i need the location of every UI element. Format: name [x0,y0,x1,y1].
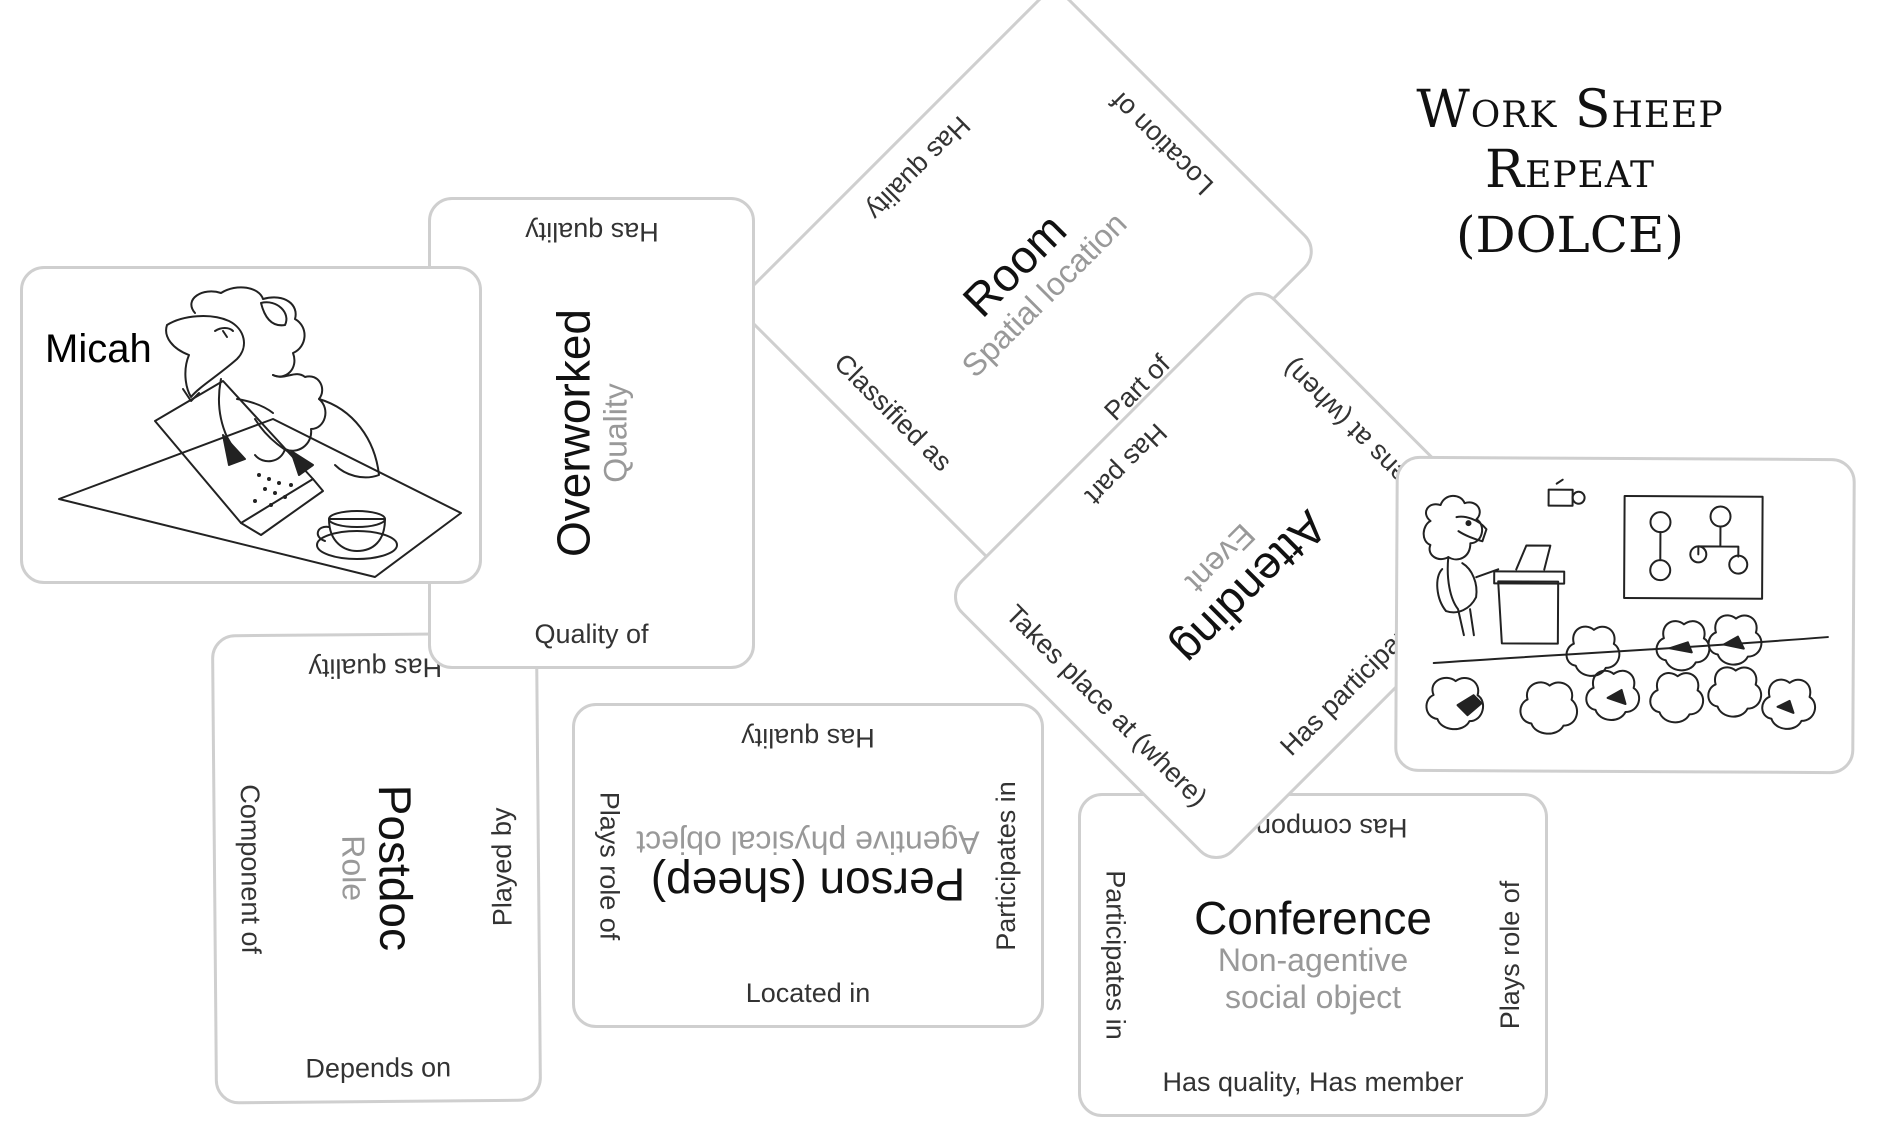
conference-card-title: Conference [1194,892,1432,945]
overworked-card-edge-top: Has quality [524,217,659,247]
conference-card-type-line1: Non-agentive [1217,942,1409,979]
overworked-card-edge-bottom: Quality of [534,619,649,649]
conference-card-edge-bottom: Has quality, Has member [1162,1067,1464,1097]
person-card-type: Agentive physical object [636,823,980,860]
conference-card-edge-right: Plays role of [1495,880,1526,1030]
conference-card-center: Conference Non-agentive social object [1194,894,1432,1016]
room-card-center: Room Spatial location [921,171,1135,385]
overworked-card-title: Overworked [546,309,599,557]
sheep-at-laptop-icon [58,286,462,578]
person-card-edge-left: Plays role of [594,791,625,940]
attending-card-center: Attending Event [1139,477,1338,676]
postdoc-card-edge-right: Played by [486,807,519,927]
person-card-edge-right: Participates in [991,780,1022,951]
postdoc-card-edge-bottom: Depends on [305,1052,452,1084]
room-card-edge-top: Has quality [860,110,976,227]
postdoc-card-edge-top: Has quality [307,652,442,684]
person-card-edge-bottom: Located in [745,978,871,1008]
room-card-edge-left: Classified as [828,347,958,478]
room-card-edge-right: Location of [1104,86,1220,201]
postdoc-card-edge-left: Component of [234,784,267,955]
conference-art-card[interactable] [1394,455,1856,775]
conference-card-type-line2: social object [1224,979,1402,1016]
person-card-edge-top: Has quality [741,723,875,753]
overworked-card-center: Overworked Quality [546,309,634,557]
person-card-center: Person (sheep) Agentive physical object [636,823,980,911]
sheep-conference-talk-icon [1422,478,1829,735]
micah-card[interactable]: Micah [20,266,482,584]
person-card[interactable]: Has quality Located in Plays role of Par… [572,703,1044,1028]
person-card-title: Person (sheep) [650,858,966,911]
postdoc-card-center: Postdoc Role [333,784,422,952]
micah-name-label: Micah [45,327,152,371]
conference-card-edge-left: Participates in [1100,870,1131,1040]
postdoc-card-title: Postdoc [368,784,422,952]
conference-card[interactable]: Has component Has quality, Has member Pa… [1078,793,1548,1117]
game-title-line1: Work Sheep Repeat [1416,80,1724,200]
game-title: Work Sheep Repeat (DOLCE) [1330,80,1810,264]
game-title-line2: (DOLCE) [1455,206,1685,264]
overworked-card-type: Quality [597,383,634,483]
postdoc-card[interactable]: Has quality Depends on Component of Play… [210,631,543,1105]
postdoc-card-type: Role [334,835,372,902]
